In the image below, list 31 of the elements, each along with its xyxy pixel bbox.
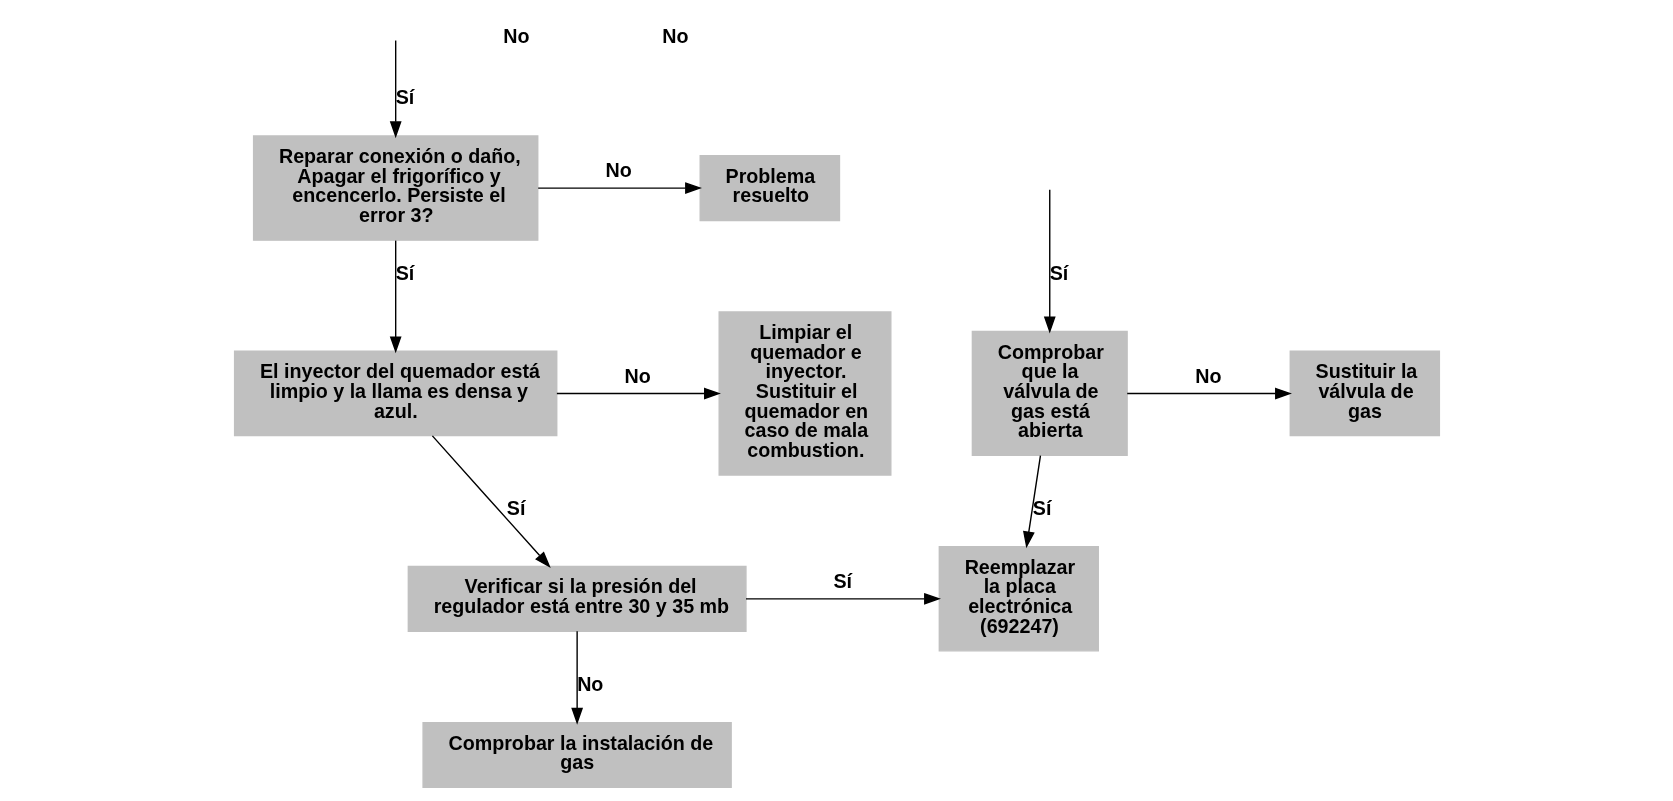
label: No: [661, 24, 688, 47]
edge-label: Sí: [832, 569, 852, 592]
node-box: Verificar si la presión del regulador está entre 30 y 35 mb: [407, 565, 747, 632]
node-box: Reemplazar la placa electrónica (692247): [938, 546, 1099, 652]
edge-label: No: [576, 672, 603, 695]
arrow: [555, 387, 721, 400]
arrow: [389, 239, 402, 354]
arrow: [1043, 188, 1056, 334]
node-box: El inyector del quemador está limpio y la llama es densa y azul.: [233, 350, 557, 437]
edge-label: Sí: [395, 85, 414, 108]
node-box: Sustituir la válvula de gas: [1289, 350, 1440, 437]
node-box: Comprobar que la válvula de gas está abierta: [971, 330, 1128, 457]
edge-label: No: [605, 159, 632, 182]
node-box: Comprobar la instalación de gas: [421, 721, 732, 788]
label: No: [502, 24, 530, 47]
node-box: Limpiar el quemador e inyector. Sustituir el quemador en caso de mala combustion.: [718, 311, 891, 476]
arrow: [389, 39, 402, 139]
arrow: [1022, 454, 1041, 549]
edge-label: Sí: [506, 496, 525, 519]
edge-label: No: [624, 364, 651, 387]
arrow: [537, 182, 702, 195]
edge-label: Sí: [1049, 261, 1068, 284]
arrow: [570, 630, 583, 725]
arrow: [744, 592, 941, 605]
edge-label: Sí: [395, 261, 414, 284]
node-box: Reparar conexión o daño, Apagar el frigorífico y encencerlo. Persiste el error 3?: [252, 135, 538, 241]
arrow: [1126, 387, 1292, 400]
edge-label: No: [1194, 364, 1222, 387]
node-box: Problema resuelto: [699, 155, 840, 222]
arrow: [431, 435, 551, 568]
edge-label: Sí: [1032, 496, 1051, 519]
